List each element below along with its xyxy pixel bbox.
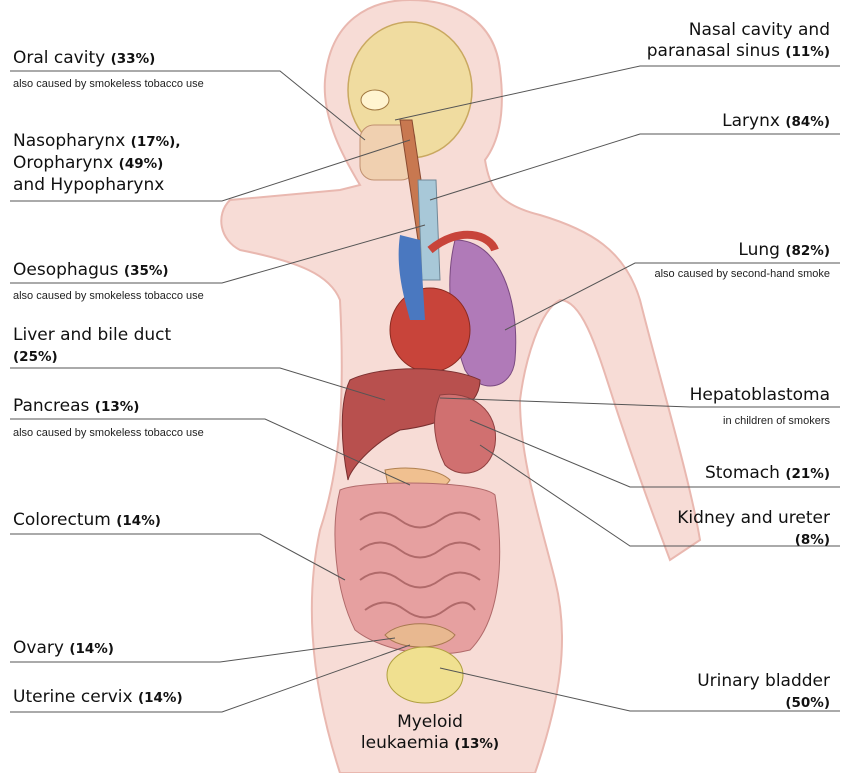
heart-shape	[390, 288, 470, 372]
label-ovary: Ovary (14%)	[13, 638, 114, 660]
label-liver: Liver and bile duct (25%)	[13, 325, 171, 368]
label-oesophagus: Oesophagus (35%)	[13, 260, 169, 282]
label-lung: Lung (82%)	[738, 240, 830, 262]
eye-socket-shape	[361, 90, 389, 110]
label-pancreas: Pancreas (13%)	[13, 396, 139, 418]
note-hepatoblastoma: in children of smokers	[723, 415, 830, 427]
label-nasopharynx: Nasopharynx (17%), Oropharynx (49%) and …	[13, 131, 180, 196]
note-lung: also caused by second-hand smoke	[655, 268, 831, 280]
note-pancreas: also caused by smokeless tobacco use	[13, 427, 204, 439]
label-hepatoblastoma: Hepatoblastoma	[690, 385, 830, 406]
label-stomach: Stomach (21%)	[705, 463, 830, 485]
label-myeloid-leukaemia: Myeloid leukaemia (13%)	[330, 712, 530, 755]
bladder-shape	[387, 647, 463, 703]
label-urinary-bladder: Urinary bladder (50%)	[697, 671, 830, 714]
leader-line-colorectum	[10, 534, 345, 580]
label-uterine-cervix: Uterine cervix (14%)	[13, 687, 183, 709]
label-colorectum: Colorectum (14%)	[13, 510, 161, 532]
label-nasal-cavity: Nasal cavity and paranasal sinus (11%)	[647, 20, 830, 63]
note-oesophagus: also caused by smokeless tobacco use	[13, 290, 204, 302]
note-oral-cavity: also caused by smokeless tobacco use	[13, 78, 204, 90]
label-oral-cavity: Oral cavity (33%)	[13, 48, 155, 70]
label-kidney: Kidney and ureter (8%)	[677, 508, 830, 551]
label-larynx: Larynx (84%)	[722, 111, 830, 133]
